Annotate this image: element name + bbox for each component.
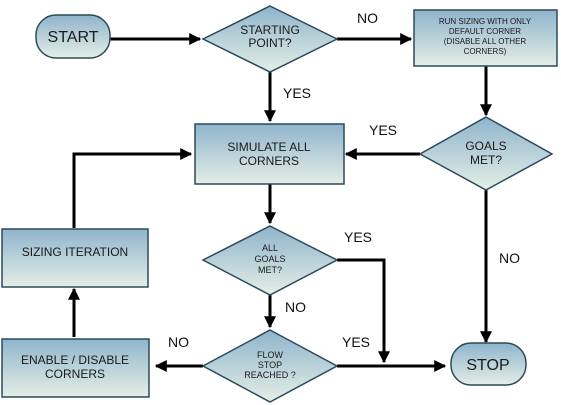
- text-line: MET?: [470, 153, 502, 167]
- label-yes-all-goals: YES: [344, 229, 372, 245]
- label-yes-goals-top: YES: [369, 122, 397, 138]
- text-line: SIMULATE ALL: [227, 140, 310, 154]
- label-no-all-goals: NO: [285, 299, 306, 315]
- text-line: REACHED ?: [244, 370, 296, 380]
- text-line: GOALS: [465, 139, 506, 153]
- sizing-iteration-box[interactable]: SIZING ITERATION: [1, 228, 149, 288]
- stop-node[interactable]: STOP: [450, 342, 527, 386]
- text-line: GOALS: [254, 254, 285, 264]
- text-line: CORNERS: [45, 367, 105, 381]
- label-no-starting: NO: [357, 10, 378, 26]
- text-line: CORNERS: [239, 154, 299, 168]
- text-line: (DISABLE ALL OTHER: [444, 37, 527, 46]
- text-line: RUN SIZING WITH ONLY: [439, 17, 532, 26]
- text-line: CORNERS): [464, 47, 507, 56]
- label-yes-starting: YES: [283, 85, 311, 101]
- text-line: ENABLE / DISABLE: [21, 353, 129, 367]
- start-node[interactable]: START: [35, 14, 111, 59]
- label-yes-flow: YES: [342, 334, 370, 350]
- edge-labels: NO YES YES NO YES NO NO YES: [168, 10, 520, 350]
- label-no-flow: NO: [168, 334, 189, 350]
- start-label: START: [48, 29, 99, 46]
- text-line: FLOW: [257, 350, 284, 360]
- text-line: STOP: [258, 360, 282, 370]
- text-line: ALL: [262, 243, 278, 253]
- text-line: MET?: [258, 265, 282, 275]
- text-line: POINT?: [248, 36, 292, 50]
- edge-all-goals-to-stop: [337, 258, 390, 364]
- edge-sizing-to-simulate: [72, 148, 193, 228]
- edges: [68, 33, 492, 372]
- label-no-goals-top: NO: [499, 250, 520, 266]
- sizing-iteration-label: SIZING ITERATION: [22, 245, 128, 259]
- stop-label: STOP: [466, 357, 509, 374]
- text-line: STARTING: [240, 23, 300, 37]
- text-line: DEFAULT CORNER: [449, 27, 521, 36]
